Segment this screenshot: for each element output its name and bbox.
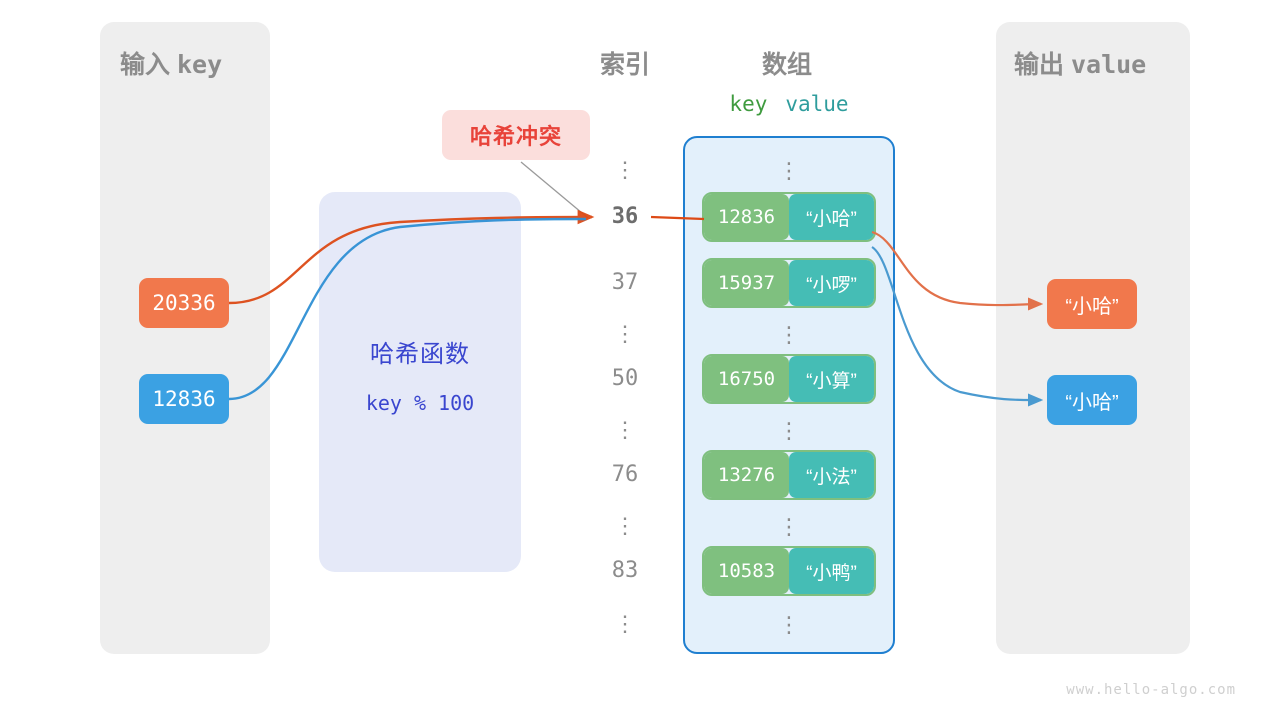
bucket-value: “小哈” xyxy=(789,194,874,240)
bucket-key: 12836 xyxy=(704,194,789,240)
index-column-title: 索引 xyxy=(599,51,650,79)
input-panel-title: 输入 key xyxy=(120,45,222,81)
output-title-mono: value xyxy=(1070,50,1147,79)
key-value-header: key value xyxy=(690,92,888,116)
input-key-value: 20336 xyxy=(152,291,216,315)
array-bucket: 12836“小哈” xyxy=(702,192,876,242)
array-bucket: 16750“小算” xyxy=(702,354,876,404)
index-label: 37 xyxy=(611,270,639,295)
hash-function-box: 哈希函数 key % 100 xyxy=(319,192,521,572)
input-title-mono: key xyxy=(176,50,223,79)
output-value-text: “小哈” xyxy=(1065,391,1119,414)
output-title-cn: 输出 xyxy=(1014,51,1065,79)
array-ellipsis: ⋮ xyxy=(778,514,800,539)
input-key-chip: 20336 xyxy=(139,278,229,328)
bucket-key: 16750 xyxy=(704,356,789,402)
index-label: 50 xyxy=(611,366,639,391)
input-title-cn: 输入 xyxy=(120,51,171,79)
watermark: www.hello-algo.com xyxy=(1066,682,1236,698)
input-panel xyxy=(100,22,270,654)
array-ellipsis: ⋮ xyxy=(778,612,800,637)
index-ellipsis: ⋮ xyxy=(614,322,636,347)
input-key-value: 12836 xyxy=(152,387,216,411)
bucket-key: 15937 xyxy=(704,260,789,306)
array-bucket: 13276“小法” xyxy=(702,450,876,500)
bucket-value: “小啰” xyxy=(789,260,874,306)
bucket-value: “小鸭” xyxy=(789,548,874,594)
output-value-chip: “小哈” xyxy=(1047,375,1137,425)
hash-collision-label: 哈希冲突 xyxy=(469,124,562,149)
hash-collision-badge: 哈希冲突 xyxy=(442,110,590,160)
input-key-chip: 12836 xyxy=(139,374,229,424)
value-column-header: value xyxy=(785,92,849,116)
index-label: 83 xyxy=(611,558,639,583)
hash-function-name: 哈希函数 xyxy=(370,341,470,368)
array-bucket: 10583“小鸭” xyxy=(702,546,876,596)
bucket-key: 10583 xyxy=(704,548,789,594)
bucket-value: “小算” xyxy=(789,356,874,402)
bucket-key: 13276 xyxy=(704,452,789,498)
array-column-title: 数组 xyxy=(761,51,812,79)
index-ellipsis: ⋮ xyxy=(614,418,636,443)
output-panel-title: 输出 value xyxy=(1014,45,1146,81)
key-column-header: key xyxy=(729,92,768,116)
array-ellipsis: ⋮ xyxy=(778,418,800,443)
output-panel xyxy=(996,22,1190,654)
array-bucket: 15937“小啰” xyxy=(702,258,876,308)
index-ellipsis: ⋮ xyxy=(614,612,636,637)
output-value-text: “小哈” xyxy=(1065,295,1119,318)
index-ellipsis: ⋮ xyxy=(614,158,636,183)
index-label: 76 xyxy=(611,462,639,487)
array-ellipsis: ⋮ xyxy=(778,158,800,183)
bucket-value: “小法” xyxy=(789,452,874,498)
index-label: 36 xyxy=(611,204,639,229)
output-value-chip: “小哈” xyxy=(1047,279,1137,329)
array-ellipsis: ⋮ xyxy=(778,322,800,347)
hash-function-expression: key % 100 xyxy=(365,391,475,415)
index-ellipsis: ⋮ xyxy=(614,514,636,539)
